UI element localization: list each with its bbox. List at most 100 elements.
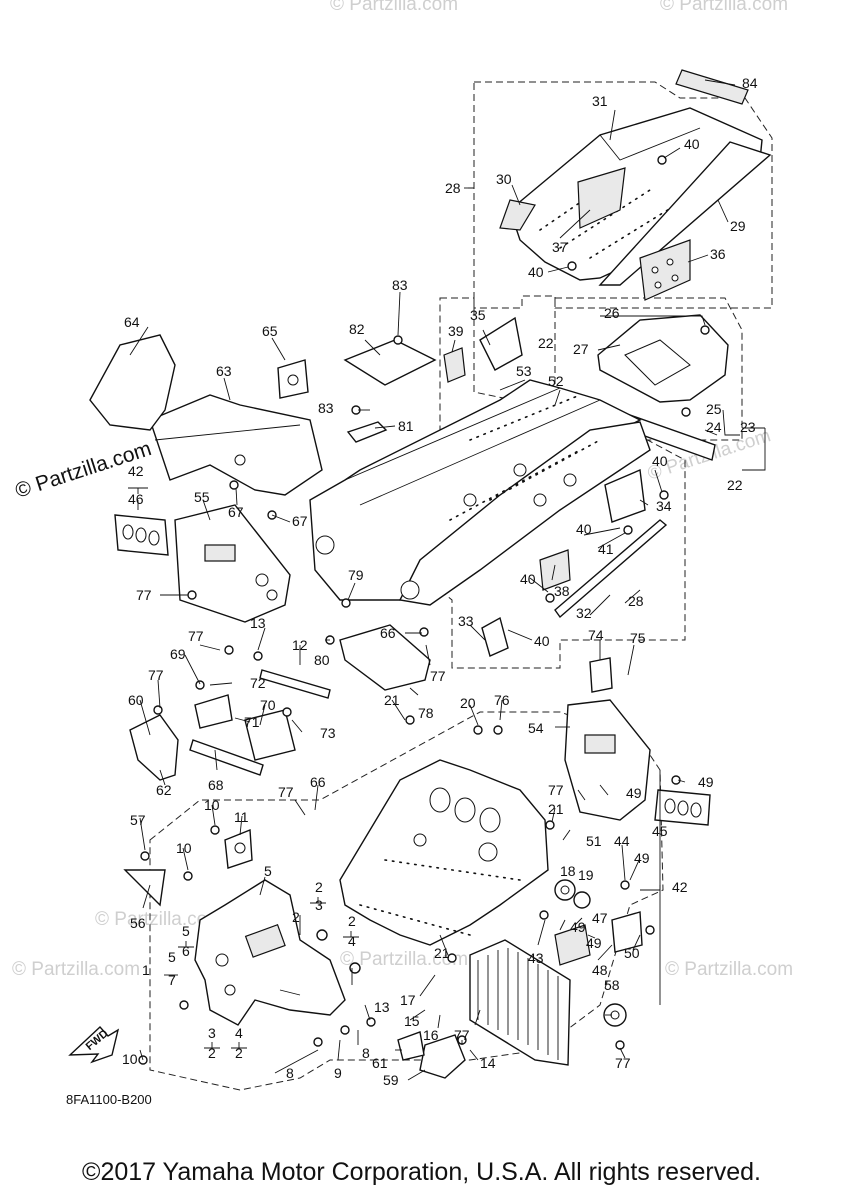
diagram-code: 8FA1100-B200 (66, 1092, 152, 1107)
callout-5: 5 (168, 949, 176, 965)
callout-13: 13 (250, 615, 266, 631)
part-65-clamp (277, 359, 309, 399)
callout-65: 65 (262, 323, 278, 339)
callout-80: 80 (314, 652, 330, 668)
callout-21: 21 (384, 692, 400, 708)
callout-61: 61 (372, 1055, 388, 1071)
callout-11: 11 (234, 809, 249, 825)
watermark: © Partzilla.com (12, 959, 140, 980)
callout-21: 21 (434, 945, 450, 961)
callout-38: 38 (554, 583, 570, 599)
callout-40: 40 (520, 571, 536, 587)
callout-6: 6 (182, 943, 190, 959)
callout-27: 27 (573, 341, 589, 357)
callout-32: 32 (576, 605, 592, 621)
callout-49: 49 (570, 919, 586, 935)
callout-64: 64 (124, 314, 140, 330)
callout-2: 2 (315, 879, 323, 895)
callout-8: 8 (286, 1065, 294, 1081)
callout-25: 25 (706, 401, 722, 417)
callout-40: 40 (684, 136, 700, 152)
callout-40: 40 (534, 633, 550, 649)
part-78-pan (339, 624, 431, 691)
part-61-mount (397, 1031, 425, 1061)
part-19-ring (573, 891, 591, 909)
callout-71: 71 (244, 714, 260, 730)
callout-77: 77 (615, 1055, 631, 1071)
callout-75: 75 (630, 630, 646, 646)
callout-67: 67 (228, 504, 244, 520)
part-33-bracket (481, 616, 509, 657)
callout-39: 39 (448, 323, 464, 339)
callout-22: 22 (538, 335, 554, 351)
part-59-mount (419, 1034, 466, 1079)
callout-36: 36 (710, 246, 726, 262)
callout-77: 77 (548, 782, 564, 798)
callout-77: 77 (278, 784, 294, 800)
callout-3: 3 (315, 897, 323, 913)
callout-57: 57 (130, 812, 146, 828)
callout-18: 18 (560, 863, 576, 879)
part-31-tunnel-cover (509, 107, 772, 286)
callout-56: 56 (130, 915, 146, 931)
callout-9: 9 (334, 1065, 342, 1081)
part-54-box (564, 699, 651, 821)
callout-42: 42 (672, 879, 688, 895)
fraction-bars (128, 487, 359, 1049)
callout-2: 2 (235, 1045, 243, 1061)
callout-47: 47 (592, 910, 608, 926)
part-84-strip (675, 69, 749, 105)
callout-2: 2 (292, 909, 300, 925)
callout-77: 77 (148, 667, 164, 683)
part-81-clip (346, 421, 388, 443)
boundary-28-upper (473, 81, 773, 309)
callout-13: 13 (374, 999, 390, 1015)
main-frame (309, 379, 651, 606)
callout-35: 35 (470, 307, 486, 323)
callout-14: 14 (480, 1055, 496, 1071)
part-43-gasket (554, 924, 591, 966)
part-64-bracket (89, 334, 176, 431)
part-30-plate (499, 199, 536, 231)
callout-79: 79 (348, 567, 364, 583)
callout-19: 19 (578, 867, 594, 883)
callout-44: 44 (614, 833, 630, 849)
callout-30: 30 (496, 171, 512, 187)
part-36-pad (639, 239, 691, 301)
callout-66: 66 (380, 625, 396, 641)
callout-15: 15 (404, 1013, 420, 1029)
callout-22: 22 (727, 477, 743, 493)
callout-23: 23 (740, 419, 756, 435)
callout-84: 84 (742, 75, 758, 91)
callout-81: 81 (398, 418, 414, 434)
callout-16: 16 (423, 1027, 439, 1043)
callout-54: 54 (528, 720, 544, 736)
callout-49: 49 (634, 850, 650, 866)
part-12-shaft (259, 669, 331, 699)
callout-66: 66 (310, 774, 326, 790)
part-56-gusset (123, 869, 166, 907)
part-60-bracket (129, 714, 179, 781)
watermark: © Partzilla.com (660, 0, 788, 15)
part-68-bar (189, 739, 264, 776)
part-18-ring (554, 879, 576, 901)
callout-58: 58 (604, 977, 620, 993)
callout-2: 2 (208, 1045, 216, 1061)
callout-7: 7 (168, 972, 176, 988)
callout-20: 20 (460, 695, 476, 711)
callout-49: 49 (626, 785, 642, 801)
center-frame-box (339, 759, 549, 946)
bracket-lines (468, 187, 765, 1005)
callout-2: 2 (348, 913, 356, 929)
callout-26: 26 (604, 305, 620, 321)
callout-74: 74 (588, 627, 604, 643)
callout-59: 59 (383, 1072, 399, 1088)
callout-77: 77 (454, 1027, 470, 1043)
watermark: © Partzilla.com (95, 909, 223, 930)
leader-lines (129, 79, 766, 1081)
callout-34: 34 (656, 498, 672, 514)
callout-40: 40 (576, 521, 592, 537)
part-32-rail (554, 519, 668, 619)
callout-5: 5 (182, 923, 190, 939)
